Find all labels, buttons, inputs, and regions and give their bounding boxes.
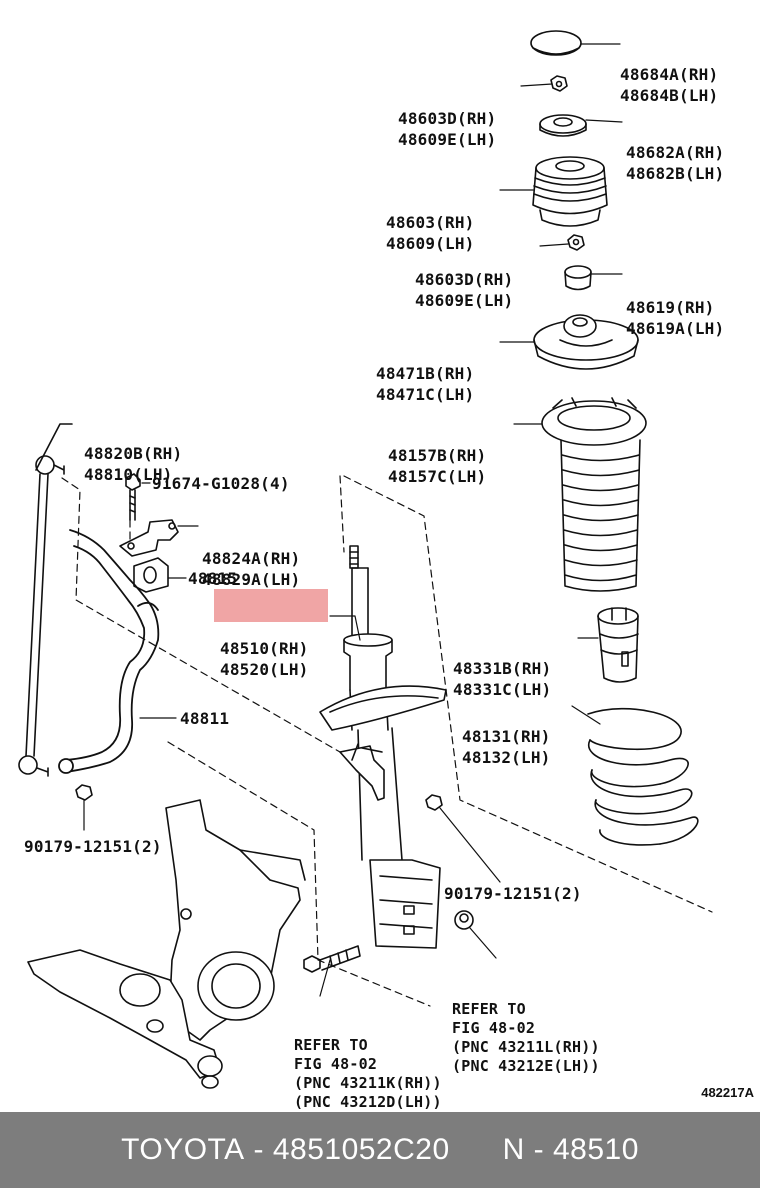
bolt-91674-drawing [125, 473, 141, 521]
bearing-drawing [532, 156, 608, 227]
steering-knuckle-drawing [165, 799, 306, 1041]
highlighted-part-box [214, 589, 328, 622]
footer-gap [450, 1133, 503, 1167]
label-48820: 48820B(RH)48810(LH) [84, 444, 183, 484]
footer-part-number: 4851052C20 [272, 1133, 450, 1166]
bump-stopper-drawing [597, 607, 639, 683]
label-48331: 48331B(RH)48331C(LH) [453, 659, 552, 699]
dust-boot-drawing [541, 397, 647, 592]
label-48815: 48815 [188, 569, 238, 588]
bushing-drawing [133, 557, 169, 593]
lower-arm-drawing [27, 949, 223, 1089]
part-info-footer: TOYOTA - 4851052C20 N - 48510 [0, 1112, 760, 1188]
footer-sep-1: - [244, 1133, 273, 1166]
label-48131: 48131(RH)48132(LH) [462, 727, 551, 767]
dashed-guide-lines [61, 475, 713, 1007]
label-48619: 48619(RH)48619A(LH) [626, 298, 725, 338]
leader-lines [83, 43, 623, 997]
label-90179-left: 90179-12151(2) [24, 837, 162, 856]
footer-pnc: N - 48510 [502, 1133, 639, 1166]
label-48471: 48471B(RH)48471C(LH) [376, 364, 475, 404]
label-90179-right: 90179-12151(2) [444, 884, 582, 903]
stopper-small-drawing [564, 265, 592, 291]
label-48684: 48684A(RH)48684B(LH) [620, 65, 719, 105]
strut-mount-drawing [533, 314, 639, 370]
label-48603d-top: 48603D(RH)48609E(LH) [398, 109, 497, 149]
label-48603: 48603(RH)48609(LH) [386, 213, 475, 253]
nut-90179-right-drawing [425, 794, 443, 811]
coil-spring-drawing [587, 707, 699, 846]
exploded-view-drawing [18, 30, 713, 1089]
label-48603d-mid: 48603D(RH)48609E(LH) [415, 270, 514, 310]
washer-drawing [539, 114, 587, 137]
label-91674: 91674-G1028(4) [152, 474, 290, 493]
shock-absorber-drawing [319, 545, 447, 949]
nut-mid-drawing [567, 234, 585, 251]
label-48824: 48824A(RH)48829A(LH) [202, 549, 301, 589]
footer-brand: TOYOTA [121, 1133, 245, 1166]
label-48510-highlighted: 48510(RH)48520(LH) [220, 639, 309, 679]
label-48682: 48682A(RH)48682B(LH) [626, 143, 725, 183]
figure-code: 482217A [701, 1085, 754, 1100]
stabilizer-link-drawing [18, 423, 73, 777]
nut-90179-left-drawing [75, 784, 93, 801]
stabilizer-bracket-drawing [119, 519, 179, 557]
washer-nut-drawing [454, 910, 474, 930]
label-48157: 48157B(RH)48157C(LH) [388, 446, 487, 486]
nut-top-drawing [550, 75, 568, 92]
label-48811: 48811 [180, 709, 230, 728]
stabilizer-bar-drawing [58, 529, 160, 774]
knuckle-bolt-drawing [303, 945, 361, 973]
dust-cap-drawing [530, 30, 582, 56]
